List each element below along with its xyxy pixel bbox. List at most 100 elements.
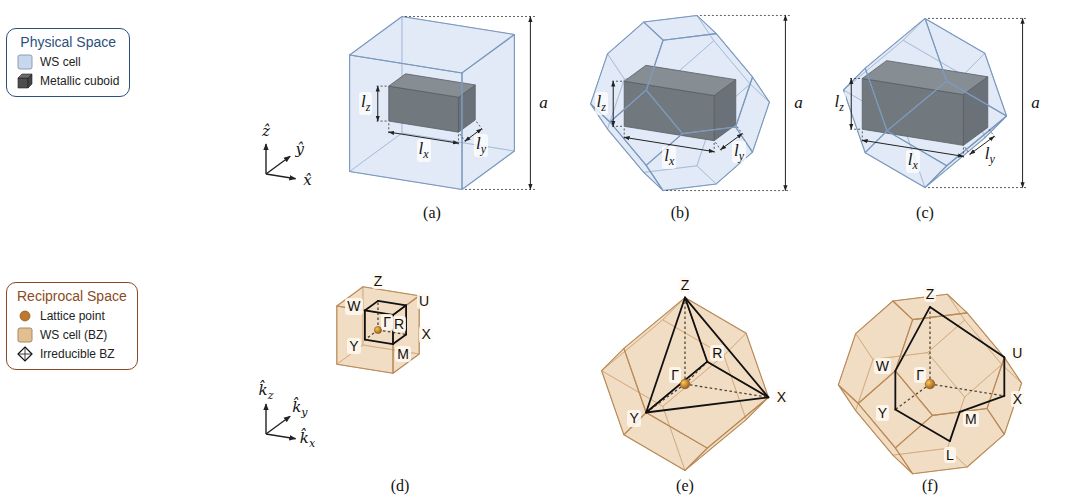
dimension-label: ly bbox=[474, 134, 488, 157]
extension-line bbox=[624, 129, 625, 141]
symmetry-point-label: X bbox=[419, 326, 432, 342]
cell-front-face bbox=[865, 131, 947, 188]
cell-front-face bbox=[865, 18, 947, 130]
dimension-line bbox=[785, 15, 786, 190]
axis-arrow bbox=[265, 404, 266, 434]
brillouin-zone-figure bbox=[337, 287, 419, 373]
dimension-label: lx bbox=[662, 146, 676, 169]
extension-line bbox=[610, 81, 622, 82]
cell-front-face bbox=[350, 17, 515, 73]
legend-row: Lattice point bbox=[17, 308, 127, 324]
symmetry-point-label: W bbox=[874, 358, 891, 374]
symmetry-point-label: Γ bbox=[381, 314, 393, 330]
legend-text: WS cell bbox=[40, 55, 81, 69]
extension-line bbox=[700, 15, 791, 16]
irreducible-bz-edge bbox=[646, 397, 768, 412]
dimension-line bbox=[613, 81, 614, 126]
irreducible-bz-edge bbox=[707, 362, 768, 398]
axis-label: ŷ bbox=[296, 141, 304, 158]
extension-line bbox=[965, 147, 972, 156]
legend-swatch bbox=[17, 327, 33, 343]
figure-panels bbox=[337, 15, 1028, 473]
axis-label: k̂x bbox=[300, 430, 315, 451]
irreducible-bz-edge bbox=[894, 371, 896, 410]
legend-swatch bbox=[17, 308, 33, 324]
irreducible-bz-edge bbox=[364, 310, 366, 339]
extension-line bbox=[963, 148, 964, 160]
legend-row: WS cell bbox=[17, 54, 119, 70]
ws-cell-figure bbox=[843, 18, 1027, 187]
ws-cell-figure bbox=[350, 17, 536, 190]
symmetry-point-label: Γ bbox=[669, 367, 681, 383]
extension-line bbox=[375, 86, 387, 87]
cell-front-face bbox=[838, 385, 912, 474]
irreducible-bz-edge bbox=[393, 334, 406, 344]
symmetry-point-label: Z bbox=[372, 273, 385, 289]
irreducible-bz-edge bbox=[895, 409, 949, 441]
extension-line bbox=[714, 143, 715, 155]
dimension-line bbox=[851, 78, 852, 129]
symmetry-point-label: W bbox=[345, 298, 362, 314]
irreducible-bz-edge bbox=[646, 362, 707, 413]
symmetry-point-label: L bbox=[944, 447, 956, 463]
legend-text: Lattice point bbox=[40, 309, 105, 323]
dimension-label: ly bbox=[732, 141, 746, 164]
legend-text: Irreducible BZ bbox=[40, 347, 115, 361]
extension-line bbox=[458, 134, 459, 146]
extension-line bbox=[862, 131, 863, 143]
symmetry-point-label: M bbox=[395, 346, 411, 362]
extension-line bbox=[928, 18, 1028, 19]
irreducible-bz-edge bbox=[378, 301, 406, 305]
extension-line bbox=[715, 142, 722, 151]
legend-text: WS cell (BZ) bbox=[40, 328, 107, 342]
legend-row: WS cell (BZ) bbox=[17, 327, 127, 343]
extension-line bbox=[849, 78, 861, 79]
cell-front-face bbox=[350, 55, 462, 189]
symmetry-point-label: X bbox=[1011, 391, 1024, 407]
legend-swatch bbox=[17, 73, 33, 89]
axis-arrow bbox=[266, 434, 296, 439]
dimension-label: lx bbox=[417, 139, 431, 162]
symmetry-point-label: X bbox=[775, 389, 788, 405]
legend-heading: Physical Space bbox=[17, 34, 119, 50]
symmetry-point-label: Y bbox=[347, 338, 360, 354]
legend-box: Reciprocal SpaceLattice pointWS cell (BZ… bbox=[6, 282, 138, 370]
cell-front-face bbox=[337, 306, 393, 373]
extension-line bbox=[388, 123, 389, 135]
dimension-label: a bbox=[792, 93, 805, 113]
swatch-fill bbox=[28, 74, 32, 88]
irreducible-bz-edge bbox=[950, 412, 960, 441]
irreducible-bz-edge bbox=[393, 305, 406, 315]
axis-arrow bbox=[265, 144, 266, 174]
irreducible-bz-edge bbox=[895, 307, 930, 371]
panel-label: (c) bbox=[916, 204, 934, 222]
legend-swatch bbox=[17, 54, 33, 70]
dimension-label: ly bbox=[983, 144, 997, 167]
swatch-fill bbox=[20, 311, 30, 321]
dimension-line bbox=[530, 17, 531, 190]
dimension-line bbox=[377, 86, 378, 121]
axis-label: ẑ bbox=[262, 123, 270, 140]
panel-label: (a) bbox=[423, 204, 441, 222]
panel-label: (e) bbox=[676, 477, 694, 495]
brillouin-zone-figure bbox=[602, 298, 769, 471]
cell-front-face bbox=[591, 104, 664, 191]
axis-label: x̂ bbox=[303, 172, 311, 189]
extension-line bbox=[666, 190, 790, 191]
swatch-fill bbox=[18, 78, 28, 88]
dimension-label: a bbox=[1029, 93, 1042, 113]
symmetry-point-label: Y bbox=[627, 410, 640, 426]
dimension-label: lx bbox=[906, 150, 920, 173]
lattice-point bbox=[680, 379, 690, 389]
symmetry-point-label: U bbox=[1010, 345, 1024, 361]
ws-cell-figure bbox=[591, 15, 791, 190]
cell-front-face bbox=[895, 313, 1004, 415]
dimension-label: lz bbox=[359, 92, 372, 115]
symmetry-point-label: U bbox=[417, 293, 431, 309]
legend-row: Irreducible BZ bbox=[17, 346, 127, 362]
panel-label: (d) bbox=[391, 477, 410, 495]
legend-box: Physical SpaceWS cellMetallic cuboid bbox=[6, 28, 130, 97]
extension-line bbox=[849, 129, 861, 130]
